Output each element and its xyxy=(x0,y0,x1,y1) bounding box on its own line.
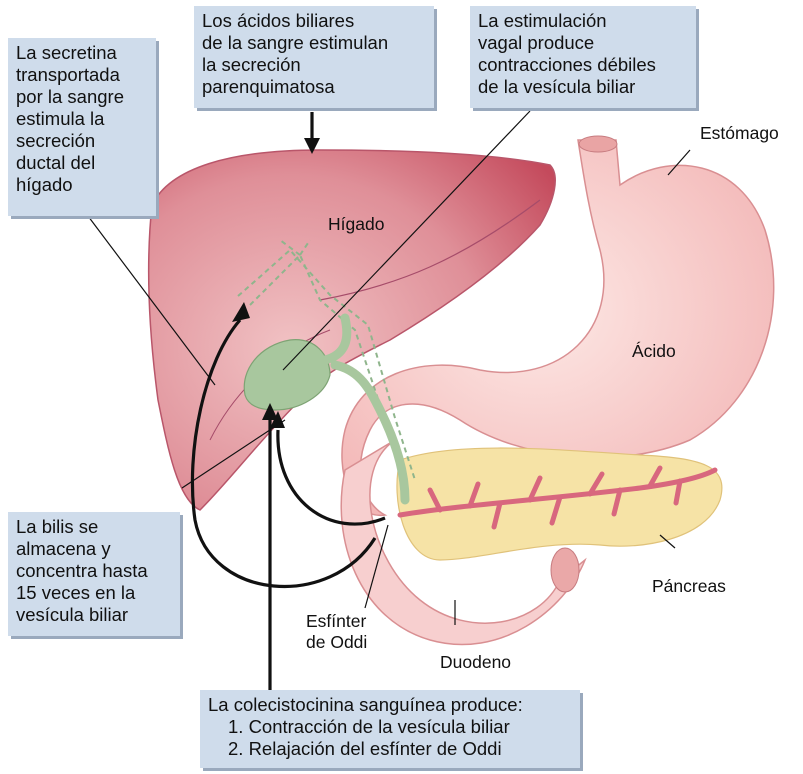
duodenum-opening xyxy=(551,548,579,592)
secretin-line: secreción xyxy=(16,130,148,152)
secretin-line: La secretina xyxy=(16,42,148,64)
secretin-line: por la sangre xyxy=(16,86,148,108)
acid-label: Ácido xyxy=(632,341,676,362)
cck-line: 2. Relajación del esfínter de Oddi xyxy=(208,738,572,760)
esophagus-opening xyxy=(579,136,617,152)
vagal-box: La estimulación vagal produce contraccio… xyxy=(470,6,696,108)
sphincter-line: de Oddi xyxy=(306,632,367,653)
sphincter-line: Esfínter xyxy=(306,611,367,632)
sphincter-label: Esfínter de Oddi xyxy=(306,611,367,653)
secretin-line: hígado xyxy=(16,174,148,196)
storage-line: concentra hasta xyxy=(16,560,172,582)
storage-line: vesícula biliar xyxy=(16,604,172,626)
storage-line: La bilis se xyxy=(16,516,172,538)
secretin-line: transportada xyxy=(16,64,148,86)
storage-line: 15 veces en la xyxy=(16,582,172,604)
bile-acids-line: Los ácidos biliares xyxy=(202,10,426,32)
liver-label: Hígado xyxy=(328,214,384,235)
duodenum-label: Duodeno xyxy=(440,652,511,673)
cck-box: La colecistocinina sanguínea produce: 1.… xyxy=(200,690,580,768)
stomach-label: Estómago xyxy=(700,123,779,144)
secretin-line: estimula la xyxy=(16,108,148,130)
vagal-line: de la vesícula biliar xyxy=(478,76,688,98)
bile-acids-line: la secreción xyxy=(202,54,426,76)
bile-acids-line: parenquimatosa xyxy=(202,76,426,98)
cck-line: La colecistocinina sanguínea produce: xyxy=(208,694,572,716)
secretin-box: La secretina transportada por la sangre … xyxy=(8,38,156,216)
vagal-line: contracciones débiles xyxy=(478,54,688,76)
secretin-line: ductal del xyxy=(16,152,148,174)
bile-storage-box: La bilis se almacena y concentra hasta 1… xyxy=(8,512,180,636)
cck-line: 1. Contracción de la vesícula biliar xyxy=(208,716,572,738)
bile-acids-box: Los ácidos biliares de la sangre estimul… xyxy=(194,6,434,108)
storage-line: almacena y xyxy=(16,538,172,560)
bile-acids-line: de la sangre estimulan xyxy=(202,32,426,54)
vagal-line: vagal produce xyxy=(478,32,688,54)
vagal-line: La estimulación xyxy=(478,10,688,32)
pancreas-label: Páncreas xyxy=(652,576,726,597)
